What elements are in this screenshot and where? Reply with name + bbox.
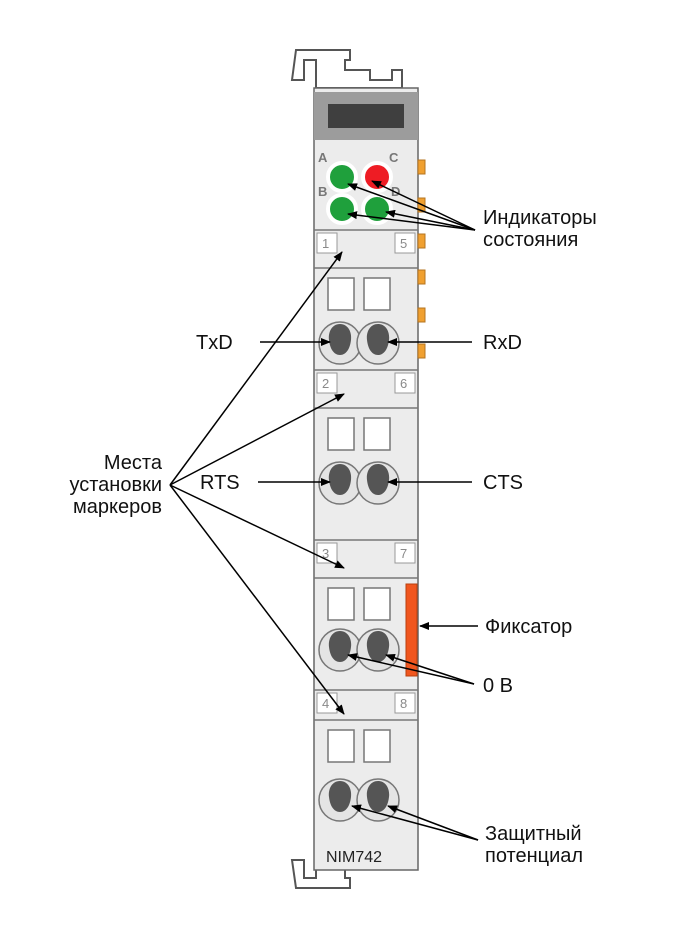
- shield-label-line2: потенциал: [485, 845, 583, 867]
- shield-label-line1: Защитный: [485, 823, 582, 845]
- latch: [405, 583, 418, 677]
- terminal-number-8: 8: [400, 696, 407, 711]
- terminal-number-7: 7: [400, 546, 407, 561]
- side-tabs: [417, 159, 426, 359]
- txd-label: TxD: [196, 332, 233, 354]
- led-c: [361, 161, 393, 193]
- terminal-block-1: [318, 277, 400, 365]
- led-a: [326, 161, 358, 193]
- rxd-label: RxD: [483, 332, 522, 354]
- terminal-number-3: 3: [322, 546, 329, 561]
- indicators-label-line1: Индикаторы: [483, 207, 597, 229]
- marker-slot-2: 2 6: [314, 369, 418, 409]
- markers-label-line3: маркеров: [73, 496, 162, 518]
- indicators-label-line2: состояния: [483, 229, 578, 251]
- terminal-number-1: 1: [322, 236, 329, 251]
- terminal-number-6: 6: [400, 376, 407, 391]
- terminal-number-2: 2: [322, 376, 329, 391]
- latch-label: Фиксатор: [485, 616, 572, 638]
- zero-v-label: 0 В: [483, 675, 513, 697]
- terminal-number-4: 4: [322, 696, 329, 711]
- top-rail-clip: [290, 49, 403, 89]
- marker-slot-3: 3 7: [314, 539, 418, 579]
- led-letter-a: A: [318, 150, 328, 165]
- led-letter-b: B: [318, 184, 327, 199]
- terminal-block-3: [318, 587, 400, 672]
- terminal-block-4: [318, 729, 400, 822]
- callout-lines: [169, 180, 479, 841]
- markers-label-line1: Места: [104, 452, 163, 474]
- terminal-number-5: 5: [400, 236, 407, 251]
- marker-slot-1: 1 5: [314, 229, 418, 269]
- top-window: [328, 104, 404, 128]
- model-label: NIM742: [326, 849, 382, 866]
- led-b: [326, 193, 358, 225]
- terminal-block-2: [318, 417, 400, 505]
- markers-label-line2: установки: [69, 474, 162, 496]
- rts-label: RTS: [200, 472, 240, 494]
- cts-label: CTS: [483, 472, 523, 494]
- led-letter-c: C: [389, 150, 399, 165]
